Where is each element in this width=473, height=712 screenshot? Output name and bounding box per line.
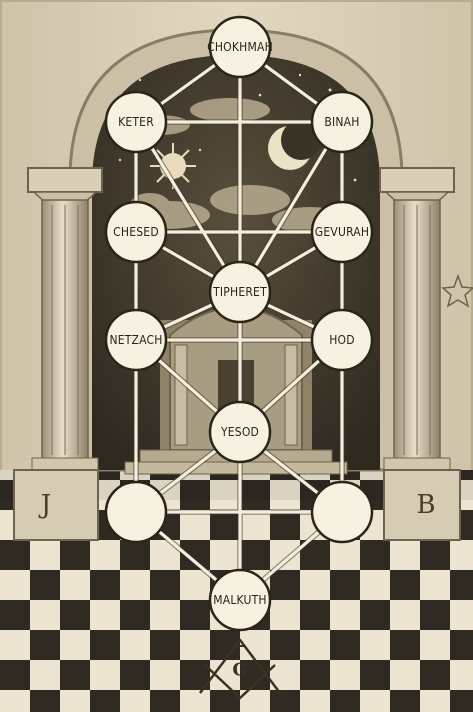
pillar-letter-j: J: [38, 490, 51, 520]
node-chesed: CHESED: [106, 202, 166, 262]
node-label-gevurah: GEVURAH: [315, 225, 369, 239]
node-tiphereth: TIPHERET: [210, 262, 270, 322]
emblem-letter-g: G: [232, 660, 247, 681]
node-label-chesed: CHESED: [113, 225, 159, 239]
node-gevurah: GEVURAH: [312, 202, 372, 262]
node-keter: KETER: [106, 92, 166, 152]
node-label-netzach: NETZACH: [109, 333, 162, 347]
node-label-binah: BINAH: [324, 115, 359, 129]
node-yesod: YESOD: [210, 402, 270, 462]
node-netzach: NETZACH: [106, 310, 166, 370]
node-label-chokhmah: CHOKHMAH: [207, 40, 273, 54]
node-chokhmah: CHOKHMAH: [207, 17, 273, 77]
node-unlabeled-left: [106, 482, 166, 542]
pillar-letter-b: B: [416, 490, 435, 520]
node-label-hod: HOD: [329, 333, 355, 347]
node-label-keter: KETER: [118, 115, 154, 129]
node-label-yesod: YESOD: [220, 425, 259, 439]
node-hod: HOD: [312, 310, 372, 370]
node-label-malkuth: MALKUTH: [213, 593, 266, 607]
node-unlabeled-right: [312, 482, 372, 542]
node-malkuth: MALKUTH: [210, 570, 270, 630]
node-binah: BINAH: [312, 92, 372, 152]
node-label-tiphereth: TIPHERET: [212, 285, 267, 299]
